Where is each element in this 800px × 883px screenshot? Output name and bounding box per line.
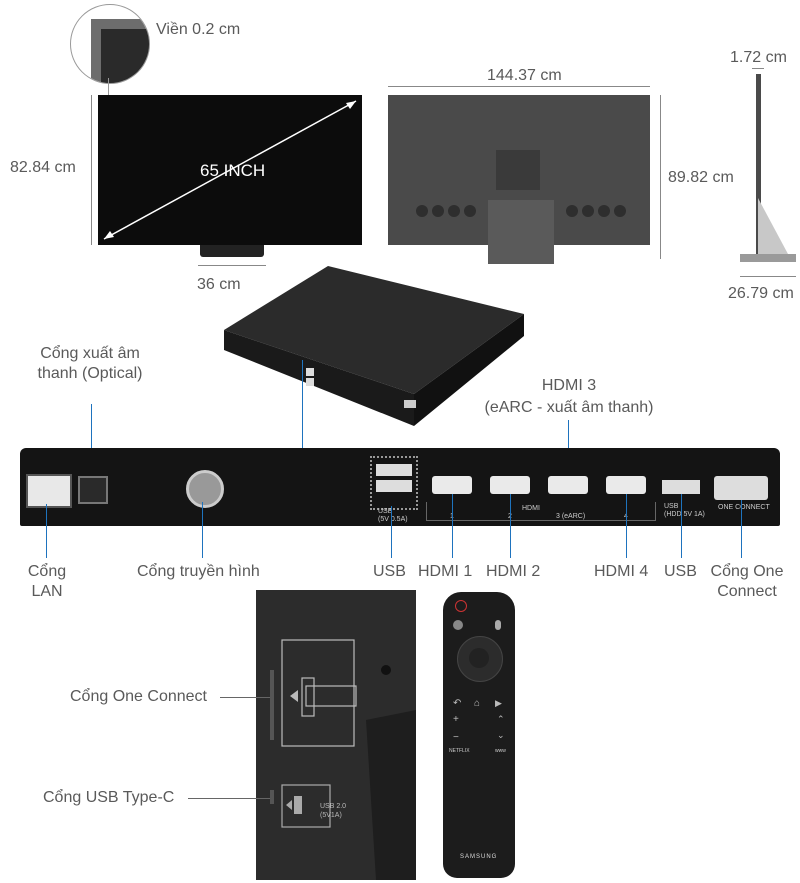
usb-b-port <box>662 480 700 494</box>
optical-label-text: Cổng xuất âm thanh (Optical) <box>37 345 143 382</box>
usb-right-label: USB <box>664 563 697 580</box>
depth-top-label: 1.72 cm <box>730 49 787 66</box>
box-pointer-line <box>302 360 303 448</box>
hdmi2-label: HDMI 2 <box>486 563 541 580</box>
back-one-connect-line <box>220 697 270 698</box>
usb-c-print-text: USB 2.0 <box>320 803 347 810</box>
antenna-line <box>202 502 203 558</box>
depth-base-label: 26.79 cm <box>728 285 794 302</box>
one-connect-print: ONE CONNECT <box>718 504 770 511</box>
back-one-connect-label: Cổng One Connect <box>70 688 207 705</box>
play-icon: ▶ <box>495 698 502 708</box>
tv-back-stand <box>488 200 554 264</box>
up-icon: ⌃ <box>497 714 505 724</box>
usb-left-line <box>391 506 392 558</box>
usb-a-ports <box>370 456 418 510</box>
lan-label-text: Cổng LAN <box>27 563 67 600</box>
usb-b-print-text: USB <box>664 503 679 510</box>
antenna-label: Cổng truyền hình <box>137 563 260 580</box>
stand-width-line <box>198 265 266 266</box>
one-connect-label-text: Cổng One Connect <box>710 563 784 600</box>
usb-a-print-spec: (5V 0.5A) <box>378 516 408 523</box>
one-connect-label: Cổng One Connect <box>704 562 790 602</box>
usb-a-print: USB (5V 0.5A) <box>378 508 408 524</box>
optical-port <box>78 476 108 504</box>
lan-label: Cổng LAN <box>14 562 80 602</box>
remote-app1: NETFLIX <box>449 748 470 754</box>
usb-c-print: USB 2.0 (5V1A) <box>320 802 346 820</box>
color-icon <box>453 620 463 630</box>
hdmi3-port <box>548 476 588 494</box>
usb-c-label: Cổng USB Type-C <box>43 789 175 806</box>
hdmi2-line <box>510 494 511 558</box>
hdmi-num-2: 2 <box>508 513 512 521</box>
lan-port <box>26 474 72 508</box>
usb-left-label: USB <box>373 563 406 580</box>
lan-line <box>46 504 47 558</box>
width-label: 144.37 cm <box>487 67 562 84</box>
stand-width-label: 36 cm <box>197 276 241 293</box>
hdmi-group-box <box>426 502 656 521</box>
usb-b-print-spec: (HDD 5V 1A) <box>664 511 705 518</box>
tv-side-stand <box>740 198 796 264</box>
hdmi-num-1: 1 <box>450 513 454 521</box>
remote-brand: SAMSUNG <box>460 854 498 860</box>
usb-a-print-text: USB <box>378 508 393 515</box>
tv-front-stand <box>200 245 264 257</box>
hdmi4-port <box>606 476 646 494</box>
height-back-line <box>660 95 661 259</box>
hdmi2-port <box>490 476 530 494</box>
hdmi1-line <box>452 494 453 558</box>
depth-top-line <box>752 68 764 69</box>
one-connect-box <box>218 266 528 430</box>
hdmi3-sub-label: (eARC - xuất âm thanh) <box>484 399 654 416</box>
back-icon: ↶ <box>453 698 462 709</box>
remote-control: ↶ ⌂ ▶ + ⌃ − ⌄ NETFLIX www SAMSUNG <box>443 592 515 878</box>
power-icon <box>455 600 467 612</box>
hdmi1-port <box>432 476 472 494</box>
mic-icon <box>495 620 501 630</box>
hdmi-group-print: HDMI <box>522 505 540 512</box>
height-front-label: 82.84 cm <box>10 159 76 176</box>
bezel-zoom-circle <box>70 4 150 84</box>
diagonal-arrow-icon <box>103 100 357 240</box>
width-line <box>388 86 650 87</box>
hdmi4-label: HDMI 4 <box>594 563 649 580</box>
remote-app2: www <box>495 748 506 754</box>
optical-line <box>91 404 92 472</box>
plus-icon: + <box>453 714 459 725</box>
hdmi-num-3: 3 (eARC) <box>556 513 586 520</box>
usb-b-print: USB (HDD 5V 1A) <box>664 503 705 519</box>
tv-front-screen: 65 INCH <box>98 95 362 245</box>
usb-right-line <box>681 494 682 558</box>
minus-icon: − <box>453 732 459 743</box>
optical-label: Cổng xuất âm thanh (Optical) <box>30 344 150 384</box>
home-icon: ⌂ <box>474 698 481 709</box>
zoom-line <box>108 78 109 96</box>
depth-base-line <box>740 276 796 277</box>
height-back-label: 89.82 cm <box>668 169 734 186</box>
bezel-label: Viền 0.2 cm <box>156 21 241 38</box>
diagonal-label: 65 INCH <box>200 161 266 180</box>
hdmi-num-4: 4 <box>624 513 628 521</box>
usb-c-line <box>188 798 270 799</box>
antenna-port <box>186 470 224 508</box>
usb-c-print-spec: (5V1A) <box>320 812 342 819</box>
hdmi3-label: HDMI 3 <box>541 377 597 394</box>
down-icon: ⌄ <box>497 730 505 740</box>
one-connect-line <box>741 500 742 558</box>
dpad-center <box>469 648 489 668</box>
hdmi4-line <box>626 494 627 558</box>
height-front-line <box>91 95 92 245</box>
rear-closeup: USB 2.0 (5V1A) <box>256 590 416 880</box>
tv-side-panel <box>756 74 761 260</box>
hdmi1-label: HDMI 1 <box>418 563 473 580</box>
one-connect-port <box>714 476 768 500</box>
